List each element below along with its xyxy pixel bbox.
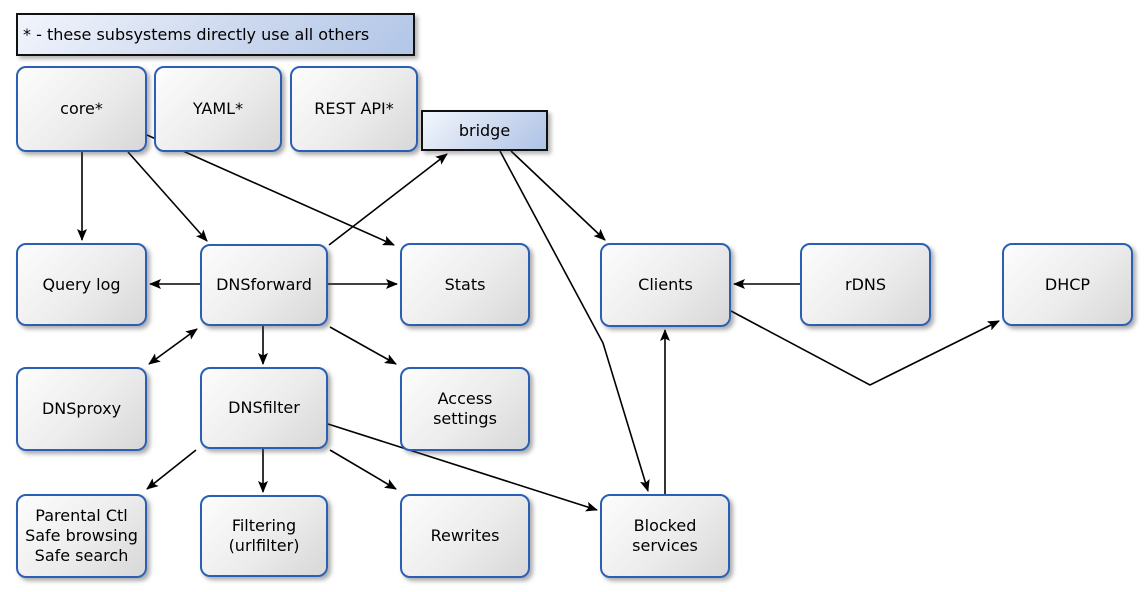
- edge-core-to-dnsforward: [127, 151, 208, 242]
- node-access-settings: Access settings: [400, 367, 530, 451]
- node-parental-safebrowsing-safesearch: Parental Ctl Safe browsing Safe search: [16, 494, 147, 578]
- node-stats: Stats: [400, 243, 530, 326]
- node-dnsfilter: DNSfilter: [200, 367, 328, 449]
- node-filtering-urlfilter: Filtering (urlfilter): [200, 495, 328, 577]
- node-yaml: YAML*: [154, 66, 282, 152]
- edge-dnsforward-to-bridge: [328, 153, 448, 246]
- edge-dnsforward-to-access: [329, 326, 397, 365]
- legend-box: * - these subsystems directly use all ot…: [16, 13, 415, 56]
- node-dnsforward-label: DNSforward: [216, 275, 312, 294]
- node-access-settings-label: Access settings: [433, 389, 497, 428]
- node-rest-api-label: REST API*: [314, 99, 394, 118]
- edge-dnsfilter-to-parental: [146, 449, 197, 490]
- node-rest-api: REST API*: [290, 66, 418, 152]
- node-rdns: rDNS: [800, 243, 931, 326]
- node-parental-label: Parental Ctl Safe browsing Safe search: [25, 506, 138, 565]
- legend-text: * - these subsystems directly use all ot…: [23, 25, 370, 44]
- node-core-label: core*: [60, 99, 103, 118]
- node-rewrites: Rewrites: [400, 494, 530, 578]
- edge-clients-to-dhcp: [730, 310, 1000, 386]
- node-yaml-label: YAML*: [192, 99, 244, 118]
- node-stats-label: Stats: [444, 274, 486, 294]
- node-query-log: Query log: [16, 243, 147, 326]
- edge-dnsforward-dnsproxy-bidirectional: [148, 328, 198, 365]
- node-clients-label: Clients: [638, 275, 693, 294]
- edge-bridge-to-clients: [510, 150, 606, 241]
- node-rewrites-label: Rewrites: [430, 526, 500, 545]
- node-rdns-label: rDNS: [844, 274, 887, 294]
- node-bridge-label: bridge: [458, 120, 511, 140]
- node-core: core*: [16, 66, 147, 152]
- node-filtering-label: Filtering (urlfilter): [228, 516, 300, 555]
- node-clients: Clients: [600, 243, 731, 327]
- node-dhcp-label: DHCP: [1044, 274, 1091, 294]
- node-blocked-services-label: Blocked services: [632, 516, 698, 555]
- node-dnsfilter-label: DNSfilter: [228, 398, 300, 417]
- edge-dnsfilter-to-blocked: [327, 423, 598, 512]
- node-dnsproxy-label: DNSproxy: [41, 399, 122, 418]
- node-bridge: bridge: [421, 110, 548, 151]
- edge-dnsfilter-to-rewrites: [329, 449, 397, 490]
- node-dnsforward: DNSforward: [200, 244, 328, 326]
- node-dhcp: DHCP: [1002, 243, 1133, 326]
- edge-bridge-to-blocked: [499, 150, 650, 492]
- node-blocked-services: Blocked services: [600, 494, 730, 578]
- node-query-log-label: Query log: [42, 274, 121, 294]
- node-dnsproxy: DNSproxy: [16, 367, 147, 451]
